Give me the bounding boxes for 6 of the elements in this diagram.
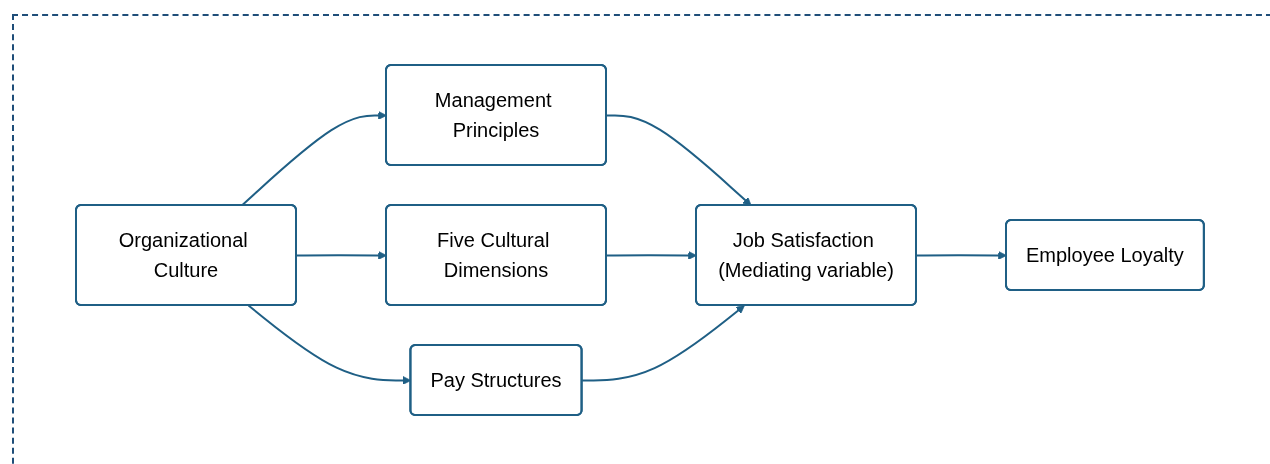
node-text: Organizational Culture: [118, 229, 248, 281]
arrow: [240, 111, 387, 207]
node-text: Management Principles: [434, 89, 552, 141]
node-text: Job Satisfaction (Mediating variable): [718, 229, 894, 281]
arrow: [581, 305, 745, 382]
node-text: Five Cultural Dimensions: [437, 229, 550, 281]
